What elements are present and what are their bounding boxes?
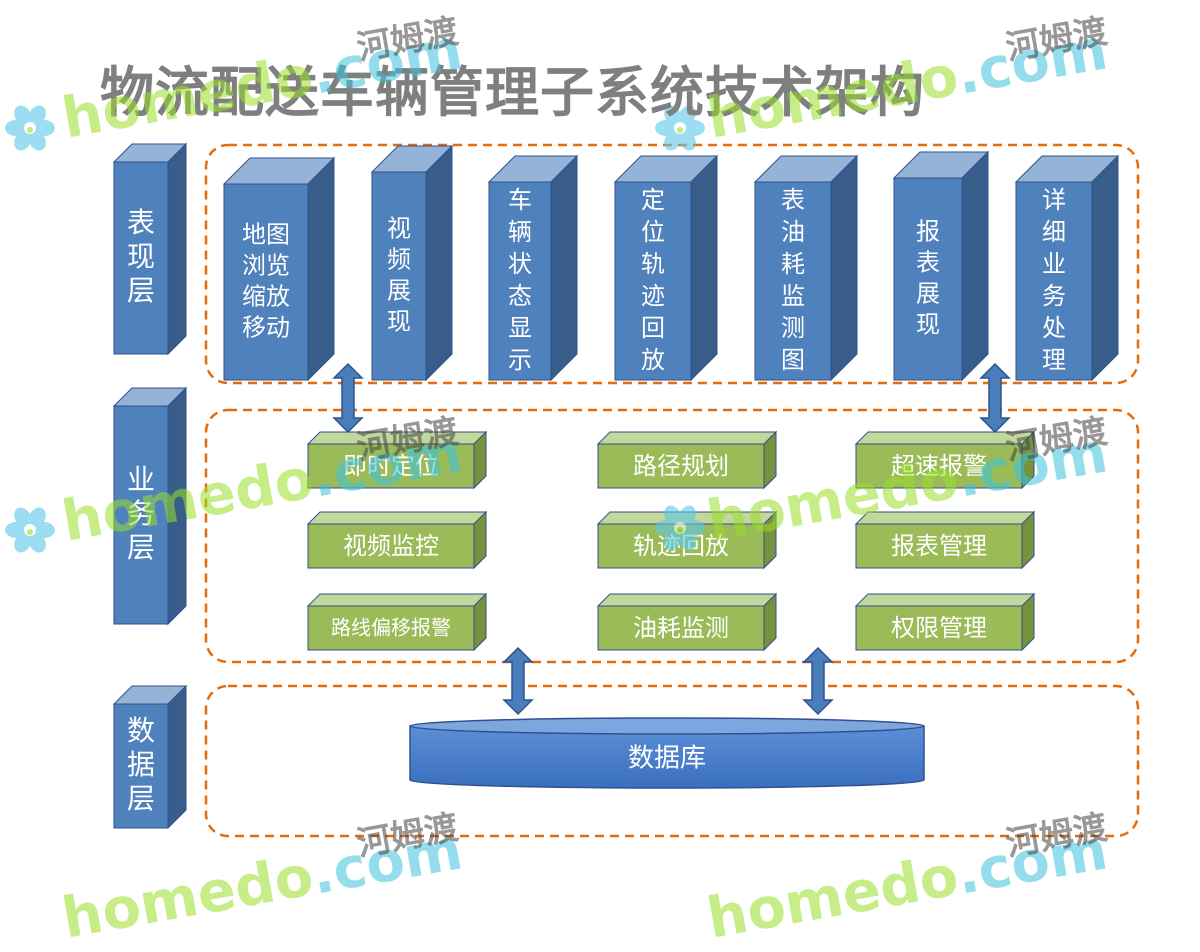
business-module: 油耗监测: [596, 592, 778, 652]
watermark-flower-icon: [5, 105, 55, 151]
module-label-line: 移动: [242, 314, 290, 342]
business-module: 即时定位: [306, 430, 488, 490]
arrow-presentation-business-right: [979, 362, 1011, 434]
diagram-canvas: 物流配送车辆管理子系统技术架构 表现层业务层数据层地图浏览缩放移动视频展现车辆状…: [5, 11, 1140, 952]
module-label-char: 回: [641, 314, 665, 342]
business-module: 路线偏移报警: [306, 592, 488, 652]
business-module: 视频监控: [306, 510, 488, 570]
module-label-line: 浏览: [242, 252, 290, 280]
arrow-business-data-left: [502, 646, 534, 716]
business-module-label: 路径规划: [633, 452, 729, 480]
module-label-char: 测: [781, 314, 805, 342]
module-label-char: 展: [387, 277, 411, 305]
layer-label-data: 数据层: [112, 684, 188, 830]
business-module-label: 视频监控: [343, 532, 439, 560]
module-label-char: 据: [127, 748, 155, 781]
module-label-char: 辆: [508, 218, 532, 246]
module-label-char: 油: [781, 218, 805, 246]
module-label-char: 数: [127, 714, 155, 747]
module-label-char: 详: [1042, 186, 1066, 214]
module-label-char: 图: [781, 346, 805, 374]
module-label-char: 显: [508, 314, 532, 342]
database-cylinder: 数据库: [409, 717, 925, 789]
business-layer-container: [204, 408, 1140, 664]
arrow-business-data-right: [802, 646, 834, 716]
module-label-char: 业: [127, 463, 155, 496]
module-label-char: 视: [387, 215, 411, 243]
business-module-label: 权限管理: [891, 614, 987, 642]
module-label-char: 展: [916, 280, 940, 308]
module-label-char: 表: [127, 206, 155, 239]
arrow-presentation-business-left: [332, 362, 364, 434]
watermark-flower-icon: [655, 105, 705, 151]
module-label-char: 轨: [641, 250, 665, 278]
business-module-label: 油耗监测: [633, 614, 729, 642]
module-label-char: 表: [916, 249, 940, 277]
architecture-diagram: 表现层业务层数据层地图浏览缩放移动视频展现车辆状态显示定位轨迹回放表油耗监测图报…: [5, 105, 1140, 838]
module-label-char: 放: [641, 346, 665, 374]
data-layer-container: [204, 684, 1140, 838]
business-module-label: 即时定位: [343, 452, 439, 480]
business-module: 报表管理: [854, 510, 1036, 570]
module-label-char: 迹: [641, 282, 665, 310]
module-label-char: 细: [1042, 218, 1066, 246]
module-label-char: 层: [127, 782, 155, 815]
module-label-char: 频: [387, 246, 411, 274]
module-label-line: 地图: [242, 221, 290, 249]
module-label-char: 定: [641, 186, 665, 214]
page-title: 物流配送车辆管理子系统技术架构: [100, 61, 925, 124]
module-label-char: 位: [641, 218, 665, 246]
business-module: 超速报警: [854, 430, 1036, 490]
module-label-char: 处: [1042, 314, 1066, 342]
module-label-char: 报: [916, 218, 940, 246]
module-label-char: 层: [127, 274, 155, 307]
business-module-label: 超速报警: [891, 452, 987, 480]
module-label-char: 车: [508, 186, 532, 214]
module-label-char: 耗: [781, 250, 805, 278]
module-label-char: 现: [387, 308, 411, 336]
module-label-line: 缩放: [242, 283, 290, 311]
business-module-label: 路线偏移报警: [331, 616, 451, 640]
module-label-char: 现: [916, 311, 940, 339]
watermark-flower-icon: [5, 507, 55, 553]
module-label-char: 务: [127, 497, 155, 530]
business-module: 路径规划: [596, 430, 778, 490]
business-module-label: 报表管理: [891, 532, 987, 560]
module-label-char: 现: [127, 240, 155, 273]
layer-label-presentation: 表现层: [112, 142, 188, 356]
database-label: 数据库: [628, 744, 706, 774]
module-label-char: 表: [781, 186, 805, 214]
module-label-char: 监: [781, 282, 805, 310]
module-label-char: 示: [508, 346, 532, 374]
layer-label-business: 业务层: [112, 386, 188, 626]
watermark-flower-icon: [655, 505, 705, 551]
module-label-char: 业: [1042, 250, 1066, 278]
module-label-char: 态: [508, 282, 532, 310]
business-module: 权限管理: [854, 592, 1036, 652]
module-label-char: 状: [508, 250, 532, 278]
module-label-char: 务: [1042, 282, 1066, 310]
module-label-char: 理: [1042, 346, 1066, 374]
module-label-char: 层: [127, 531, 155, 564]
